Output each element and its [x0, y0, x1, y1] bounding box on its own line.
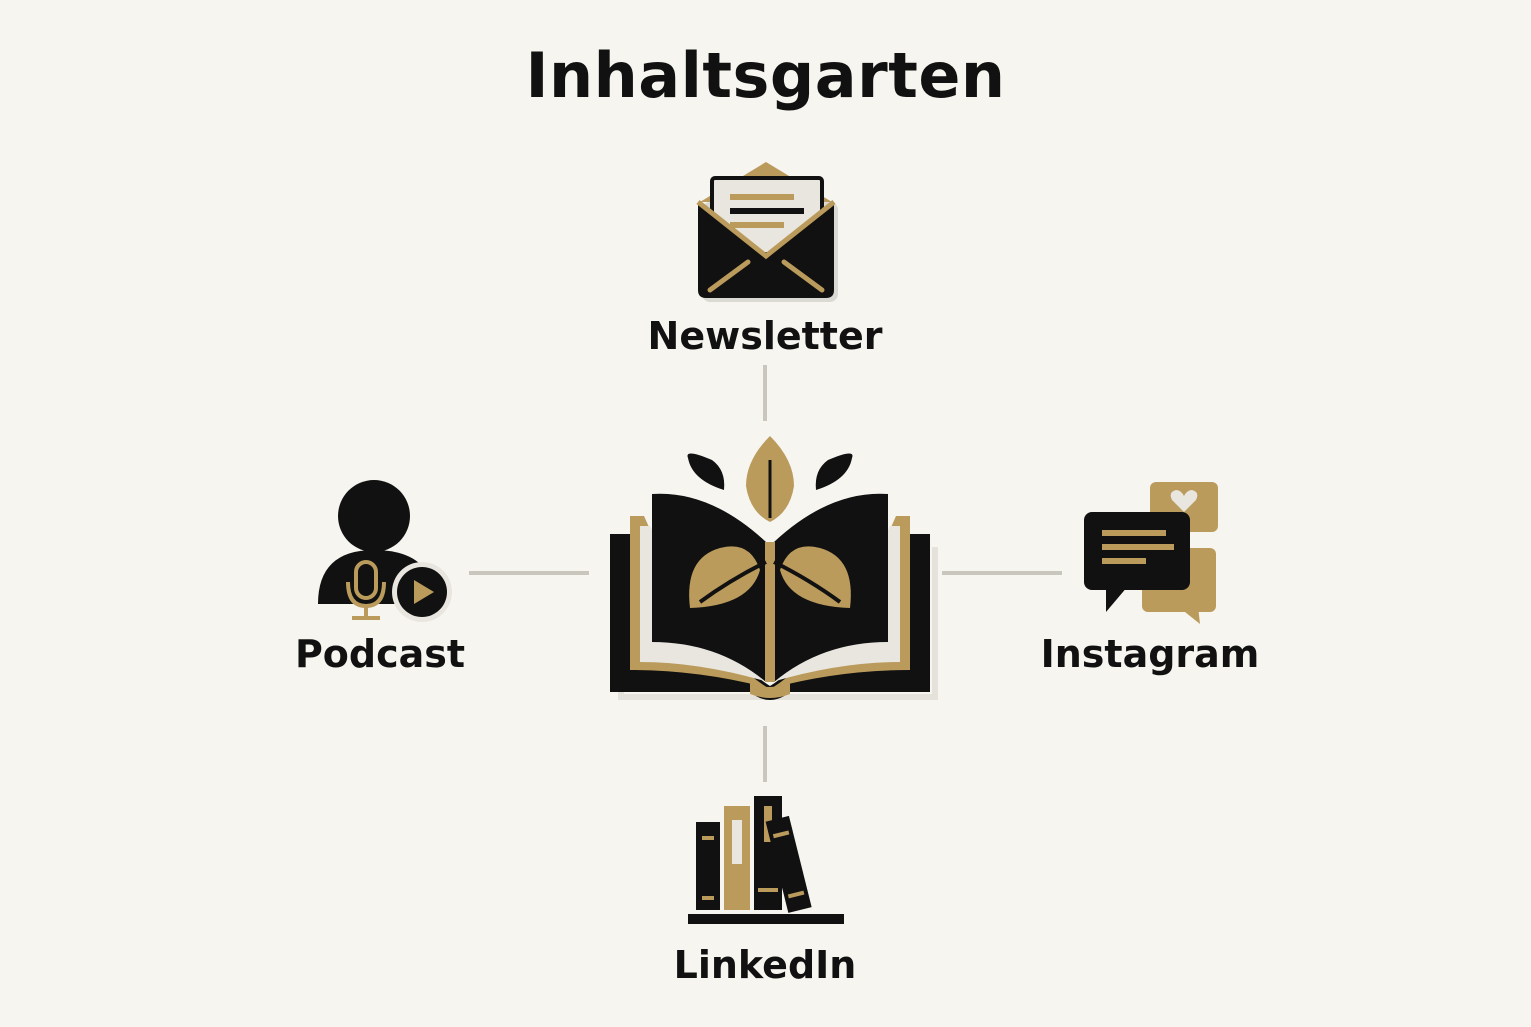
connector-right [942, 571, 1062, 575]
node-label-instagram: Instagram [1040, 632, 1260, 676]
chat-bubbles-heart-icon [1084, 482, 1218, 624]
connector-bottom [763, 726, 767, 782]
open-book-with-sprouting-plant-icon [610, 436, 938, 700]
node-label-newsletter: Newsletter [647, 314, 883, 358]
diagram-title: Inhaltsgarten [525, 39, 1006, 112]
person-microphone-play-icon [318, 480, 452, 622]
node-label-linkedin: LinkedIn [673, 943, 857, 987]
connector-top [763, 365, 767, 421]
open-envelope-icon [696, 162, 838, 302]
bookshelf-icon [688, 796, 844, 924]
node-label-podcast: Podcast [294, 632, 466, 676]
connector-left [469, 571, 589, 575]
